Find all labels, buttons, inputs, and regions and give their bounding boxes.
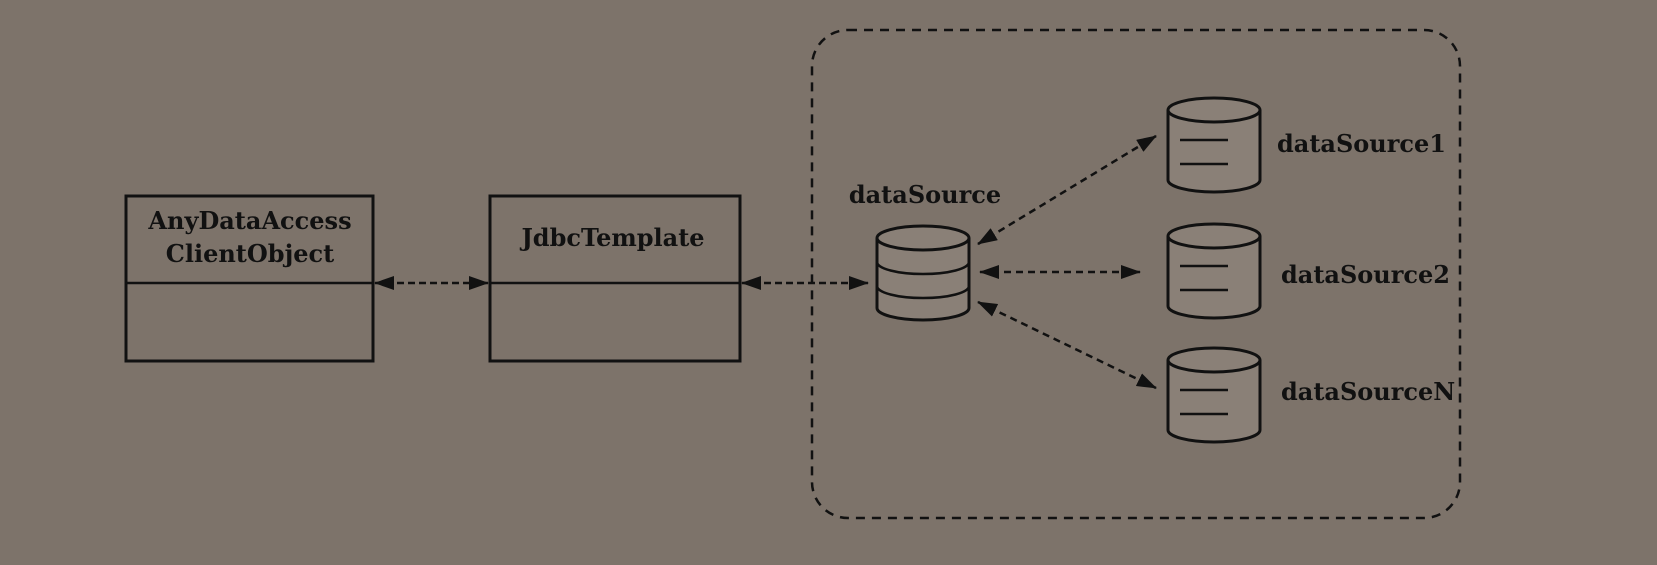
datasource2-label: dataSource2	[1281, 260, 1450, 289]
datasource1-database-icon	[1166, 96, 1262, 194]
datasourceN-database-icon	[1166, 346, 1262, 444]
datasource-to-datasourceN-arrow	[977, 300, 1157, 390]
client-object-label-line2: ClientObject	[166, 239, 334, 268]
client-object-box: AnyDataAccess ClientObject	[124, 194, 375, 363]
datasource-group-boundary	[810, 28, 1462, 520]
jdbc-template-box: JdbcTemplate	[488, 194, 742, 363]
client-object-label-line1: AnyDataAccess	[147, 206, 351, 235]
jdbc-template-label: JdbcTemplate	[519, 223, 704, 252]
datasource-database-icon	[875, 224, 971, 322]
datasource-to-datasource1-arrow	[977, 134, 1157, 246]
datasource2-database-icon	[1166, 222, 1262, 320]
datasourceN-label: dataSourceN	[1281, 377, 1455, 406]
datasource1-label: dataSource1	[1277, 129, 1446, 158]
datasource-label: dataSource	[849, 180, 1001, 209]
